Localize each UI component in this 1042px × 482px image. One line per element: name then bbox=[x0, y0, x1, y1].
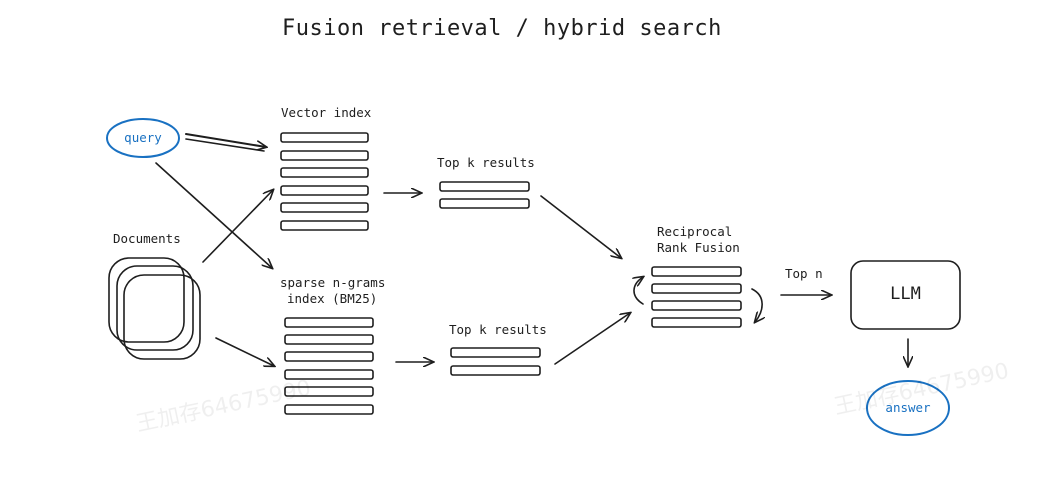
vector-index-row bbox=[280, 150, 369, 161]
top-k-upper-rows bbox=[439, 181, 530, 209]
top-k-row bbox=[439, 198, 530, 209]
arrow-query-to-sparse bbox=[155, 162, 272, 268]
arrow-query-to-vector bbox=[185, 133, 266, 147]
top-k-row bbox=[439, 181, 530, 192]
vector-index-row bbox=[280, 167, 369, 178]
top-k-lower-rows bbox=[450, 347, 541, 376]
fusion-row bbox=[651, 300, 742, 311]
diagram-title: Fusion retrieval / hybrid search bbox=[282, 16, 722, 41]
top-k-label-upper: Top k results bbox=[437, 155, 535, 170]
fusion-rows bbox=[651, 266, 742, 328]
arrow-topk-lower-to-fusion bbox=[554, 313, 630, 365]
vector-index-row bbox=[280, 202, 369, 213]
fusion-label-line1: Reciprocal bbox=[657, 224, 733, 239]
llm-label: LLM bbox=[890, 284, 921, 304]
documents-node bbox=[108, 257, 201, 360]
top-k-label-lower: Top k results bbox=[449, 322, 547, 337]
query-node bbox=[106, 118, 180, 158]
query-label: query bbox=[124, 130, 162, 145]
sparse-index-row bbox=[284, 351, 374, 362]
sparse-index-label-line2: index (BM25) bbox=[287, 291, 378, 306]
vector-index-label: Vector index bbox=[281, 105, 372, 120]
vector-index-row bbox=[280, 132, 369, 143]
sparse-index-row bbox=[284, 334, 374, 345]
sparse-index-row bbox=[284, 317, 374, 328]
fusion-row bbox=[651, 266, 742, 277]
sparse-index-rows bbox=[284, 317, 374, 415]
arrow-query-to-vector-shadow bbox=[185, 138, 265, 152]
sparse-index-row bbox=[284, 369, 374, 380]
answer-node bbox=[866, 380, 950, 436]
loop-arrow-right bbox=[751, 288, 762, 322]
fusion-label-line2: Rank Fusion bbox=[657, 240, 740, 255]
fusion-row bbox=[651, 317, 742, 328]
vector-index-row bbox=[280, 185, 369, 196]
arrow-topk-upper-to-fusion bbox=[540, 195, 621, 258]
sparse-index-row bbox=[284, 404, 374, 415]
arrow-documents-to-vector bbox=[202, 190, 273, 263]
sparse-index-row bbox=[284, 386, 374, 397]
llm-node bbox=[850, 260, 961, 330]
fusion-row bbox=[651, 283, 742, 294]
answer-label: answer bbox=[885, 400, 931, 415]
arrow-documents-to-sparse bbox=[215, 337, 274, 366]
sparse-index-label-line1: sparse n-grams bbox=[280, 275, 386, 290]
vector-index-row bbox=[280, 220, 369, 231]
top-k-row bbox=[450, 347, 541, 358]
vector-index-rows bbox=[280, 132, 369, 231]
top-k-row bbox=[450, 365, 541, 376]
top-n-label: Top n bbox=[785, 266, 823, 281]
loop-arrow-left bbox=[634, 277, 643, 305]
documents-label: Documents bbox=[113, 231, 181, 246]
